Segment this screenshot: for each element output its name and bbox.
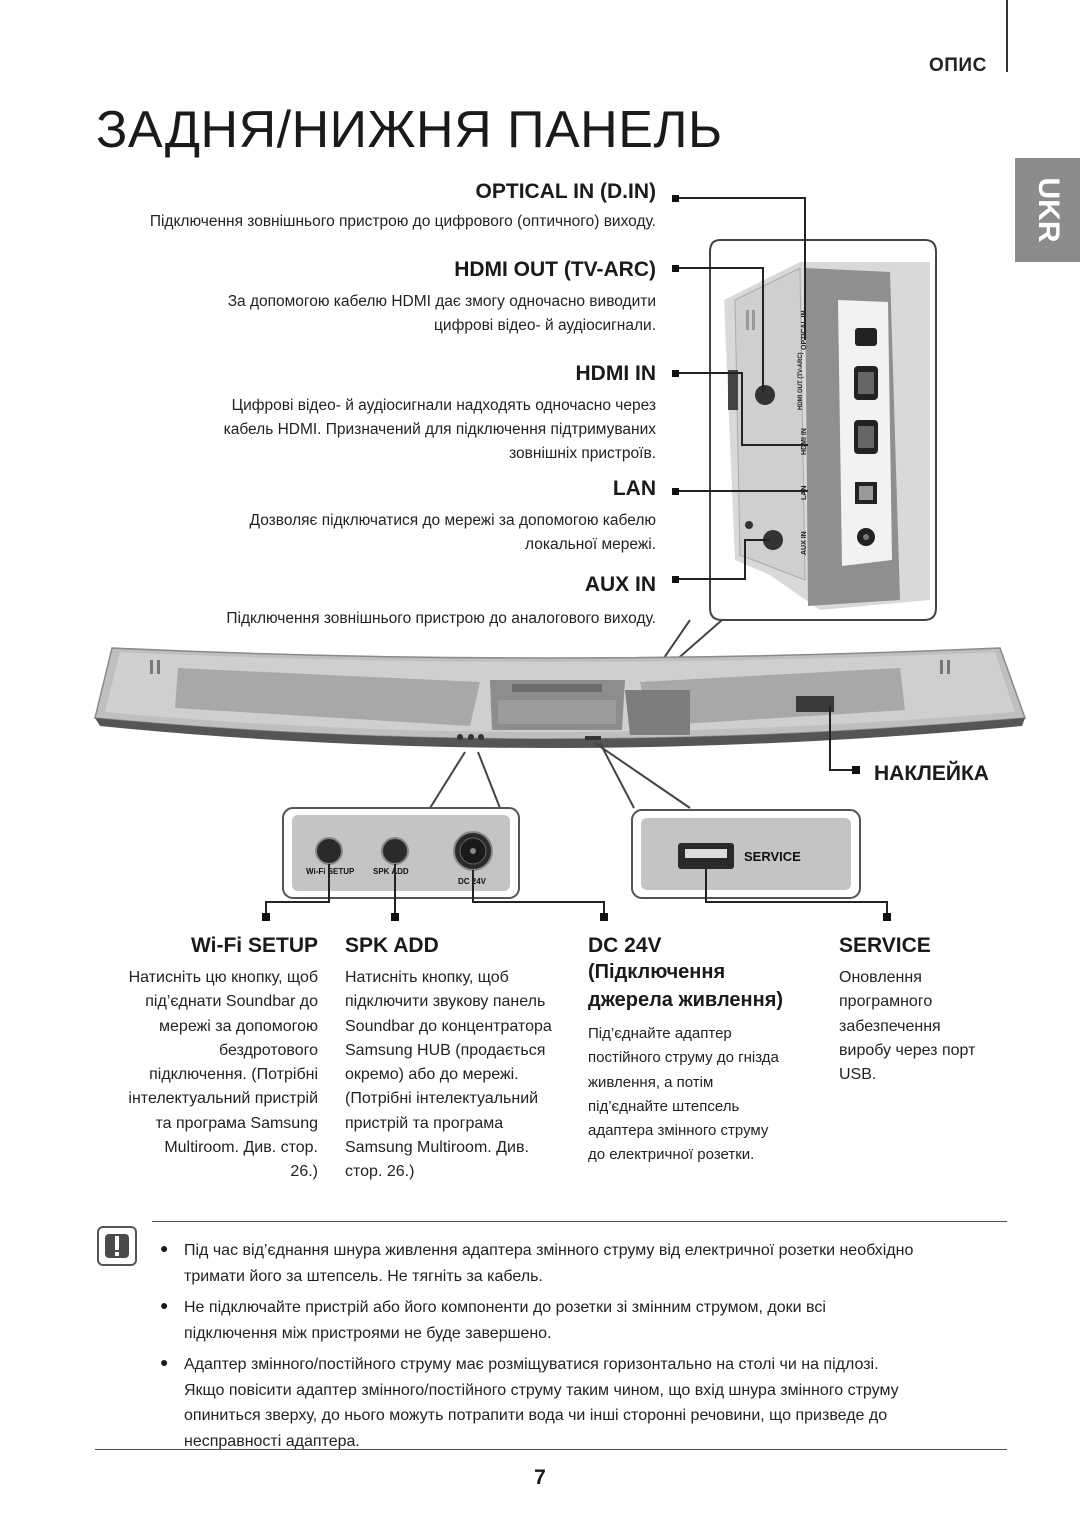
sticker-label: НАКЛЕЙКА	[874, 761, 989, 785]
port-heading: LAN	[612, 477, 656, 500]
column-leader-lines	[265, 864, 888, 914]
column-line: забезпечення	[839, 1017, 941, 1035]
port-desc-line: За допомогою кабелю HDMI дає змогу одноч…	[227, 293, 656, 310]
exclamation-icon	[97, 1226, 137, 1266]
port-desc-line: Дозволяє підключатися до мережі за допом…	[249, 512, 656, 529]
bullet-icon: ●	[160, 1354, 169, 1370]
column-line: мережі за допомогою	[159, 1017, 318, 1035]
bullet-icon: ●	[160, 1240, 169, 1256]
column-line: 26.)	[290, 1163, 318, 1181]
column-heading: DC 24V	[588, 934, 662, 957]
soundbar-body	[94, 647, 1027, 748]
note-line: несправності адаптера.	[184, 1432, 360, 1450]
note-line: Не підключайте пристрій або його компоне…	[184, 1299, 826, 1316]
panel-label-spk: SPK ADD	[373, 867, 409, 876]
port-heading: HDMI IN	[575, 362, 657, 385]
port-desc-line: кабель HDMI. Призначений для підключення…	[223, 421, 656, 438]
column-dc-24v: DC 24V (Підключення джерела живлення) Пі…	[588, 934, 828, 1168]
page-number: 7	[534, 1466, 546, 1489]
port-desc-line: Підключення зовнішнього пристрою до цифр…	[149, 213, 656, 230]
port-leader-lines	[672, 195, 808, 583]
column-line: Multiroom. Див. стор.	[164, 1139, 318, 1157]
notes-list: ● Під час від’єднання шнура живлення ада…	[160, 1238, 1020, 1454]
column-line: під’єднати Soundbar до	[145, 993, 318, 1011]
column-line: стор. 26.)	[345, 1163, 415, 1181]
column-line: Натисніть цю кнопку, щоб	[128, 969, 318, 986]
note-item: ● Під час від’єднання шнура живлення ада…	[160, 1238, 1020, 1289]
note-item: ● Адаптер змінного/постійного струму має…	[160, 1352, 1020, 1454]
column-line: Samsung HUB (продається	[345, 1041, 546, 1059]
panel-label-lan: LAN	[801, 486, 808, 500]
panel-label-service: SERVICE	[744, 849, 801, 864]
column-heading: Wi-Fi SETUP	[191, 934, 318, 957]
column-line: постійного струму до гнізда	[588, 1049, 779, 1067]
column-line: підключення. (Потрібні	[149, 1066, 318, 1084]
footer-rule	[95, 1449, 1007, 1450]
sticker-leader	[829, 706, 860, 774]
panel-label-aux: AUX IN	[801, 531, 808, 555]
column-line: Оновлення	[839, 969, 922, 986]
port-aux: AUX IN Підключення зовнішнього пристрою …	[80, 573, 656, 631]
panel-label-wifi: Wi-Fi SETUP	[306, 867, 355, 876]
column-line: та програма Samsung	[155, 1114, 318, 1132]
column-leader-squares	[262, 913, 891, 921]
port-desc-line: Цифрові відео- й аудіосигнали надходять …	[231, 397, 656, 414]
bottom-buttons-callout: Wi-Fi SETUP SPK ADD DC 24V	[282, 751, 520, 899]
column-line: підключити звукову панель	[345, 993, 546, 1011]
column-service: SERVICE Оновлення програмного забезпечен…	[839, 934, 1039, 1087]
column-line: адаптера змінного струму	[588, 1122, 769, 1140]
column-subheading: (Підключення	[588, 961, 726, 983]
port-hdmi-in: HDMI IN Цифрові відео- й аудіосигнали на…	[80, 362, 656, 466]
column-line: програмного	[839, 993, 933, 1011]
port-optical: OPTICAL IN (D.IN) Підключення зовнішньог…	[80, 180, 656, 234]
note-item: ● Не підключайте пристрій або його компо…	[160, 1295, 1020, 1346]
column-spk-add: SPK ADD Натисніть кнопку, щоб підключити…	[345, 934, 585, 1185]
section-label: ОПИС	[929, 55, 987, 76]
column-heading: SPK ADD	[345, 934, 439, 957]
column-line: пристрій та програма	[345, 1114, 504, 1132]
column-line: Під’єднайте адаптер	[588, 1025, 732, 1042]
bullet-icon: ●	[160, 1297, 169, 1313]
product-illustration: OPTICAL IN HDMI OUT (TV-ARC) HDMI IN LAN…	[94, 195, 1027, 921]
port-lan: LAN Дозволяє підключатися до мережі за д…	[80, 477, 656, 557]
note-line: опиниться зверху, до нього можуть потрап…	[184, 1407, 888, 1424]
port-heading: HDMI OUT (TV-ARC)	[454, 258, 656, 281]
rear-panel-closeup: OPTICAL IN HDMI OUT (TV-ARC) HDMI IN LAN…	[724, 262, 930, 610]
column-line: до електричної розетки.	[588, 1146, 755, 1164]
column-line: під’єднайте штепсель	[588, 1097, 740, 1115]
port-desc-line: зовнішніх пристроїв.	[509, 445, 656, 462]
port-desc-line: Підключення зовнішнього пристрою до анал…	[226, 610, 656, 627]
port-desc-line: цифрові відео- й аудіосигнали.	[434, 317, 656, 334]
service-port-callout: SERVICE	[594, 742, 861, 899]
note-line: Адаптер змінного/постійного струму має р…	[184, 1356, 879, 1373]
note-line: тримати його за штепсель. Не тягніть за …	[184, 1267, 543, 1285]
port-hdmi-out: HDMI OUT (TV-ARC) За допомогою кабелю HD…	[80, 258, 656, 338]
column-line: інтелектуальний пристрій	[128, 1090, 318, 1108]
column-line: Soundbar до концентратора	[345, 1017, 552, 1035]
column-line: виробу через порт	[839, 1041, 976, 1059]
panel-label-hdmi-out: HDMI OUT (TV-ARC)	[798, 352, 804, 410]
port-list: OPTICAL IN (D.IN) Підключення зовнішньог…	[80, 180, 656, 627]
panel-label-hdmi-in: HDMI IN	[801, 428, 808, 455]
header-rule	[1006, 0, 1008, 72]
column-line: Samsung Multiroom. Див.	[345, 1139, 529, 1157]
port-heading: AUX IN	[584, 573, 656, 596]
note-line: Якщо повісити адаптер змінного/постійног…	[184, 1381, 899, 1399]
column-heading: SERVICE	[839, 934, 931, 957]
language-tab: UKR	[1015, 158, 1080, 262]
column-line: (Потрібні інтелектуальний	[345, 1090, 539, 1108]
port-desc-line: локальної мережі.	[525, 536, 656, 553]
column-subheading: джерела живлення)	[588, 989, 784, 1011]
column-line: бездротового	[219, 1041, 318, 1059]
column-line: окремо) або до мережі.	[345, 1066, 519, 1084]
port-heading: OPTICAL IN (D.IN)	[475, 180, 656, 203]
note-line: підключення між пристроями не буде завер…	[184, 1324, 552, 1342]
column-wifi-setup: Wi-Fi SETUP Натисніть цю кнопку, щоб під…	[80, 934, 318, 1185]
page-title: ЗАДНЯ/НИЖНЯ ПАНЕЛЬ	[96, 101, 723, 159]
notes-top-rule	[152, 1221, 1007, 1222]
column-line: живлення, а потім	[588, 1073, 714, 1091]
column-line: Натисніть кнопку, щоб	[345, 969, 509, 986]
note-line: Під час від’єднання шнура живлення адапт…	[184, 1242, 914, 1259]
column-line: USB.	[839, 1066, 877, 1084]
